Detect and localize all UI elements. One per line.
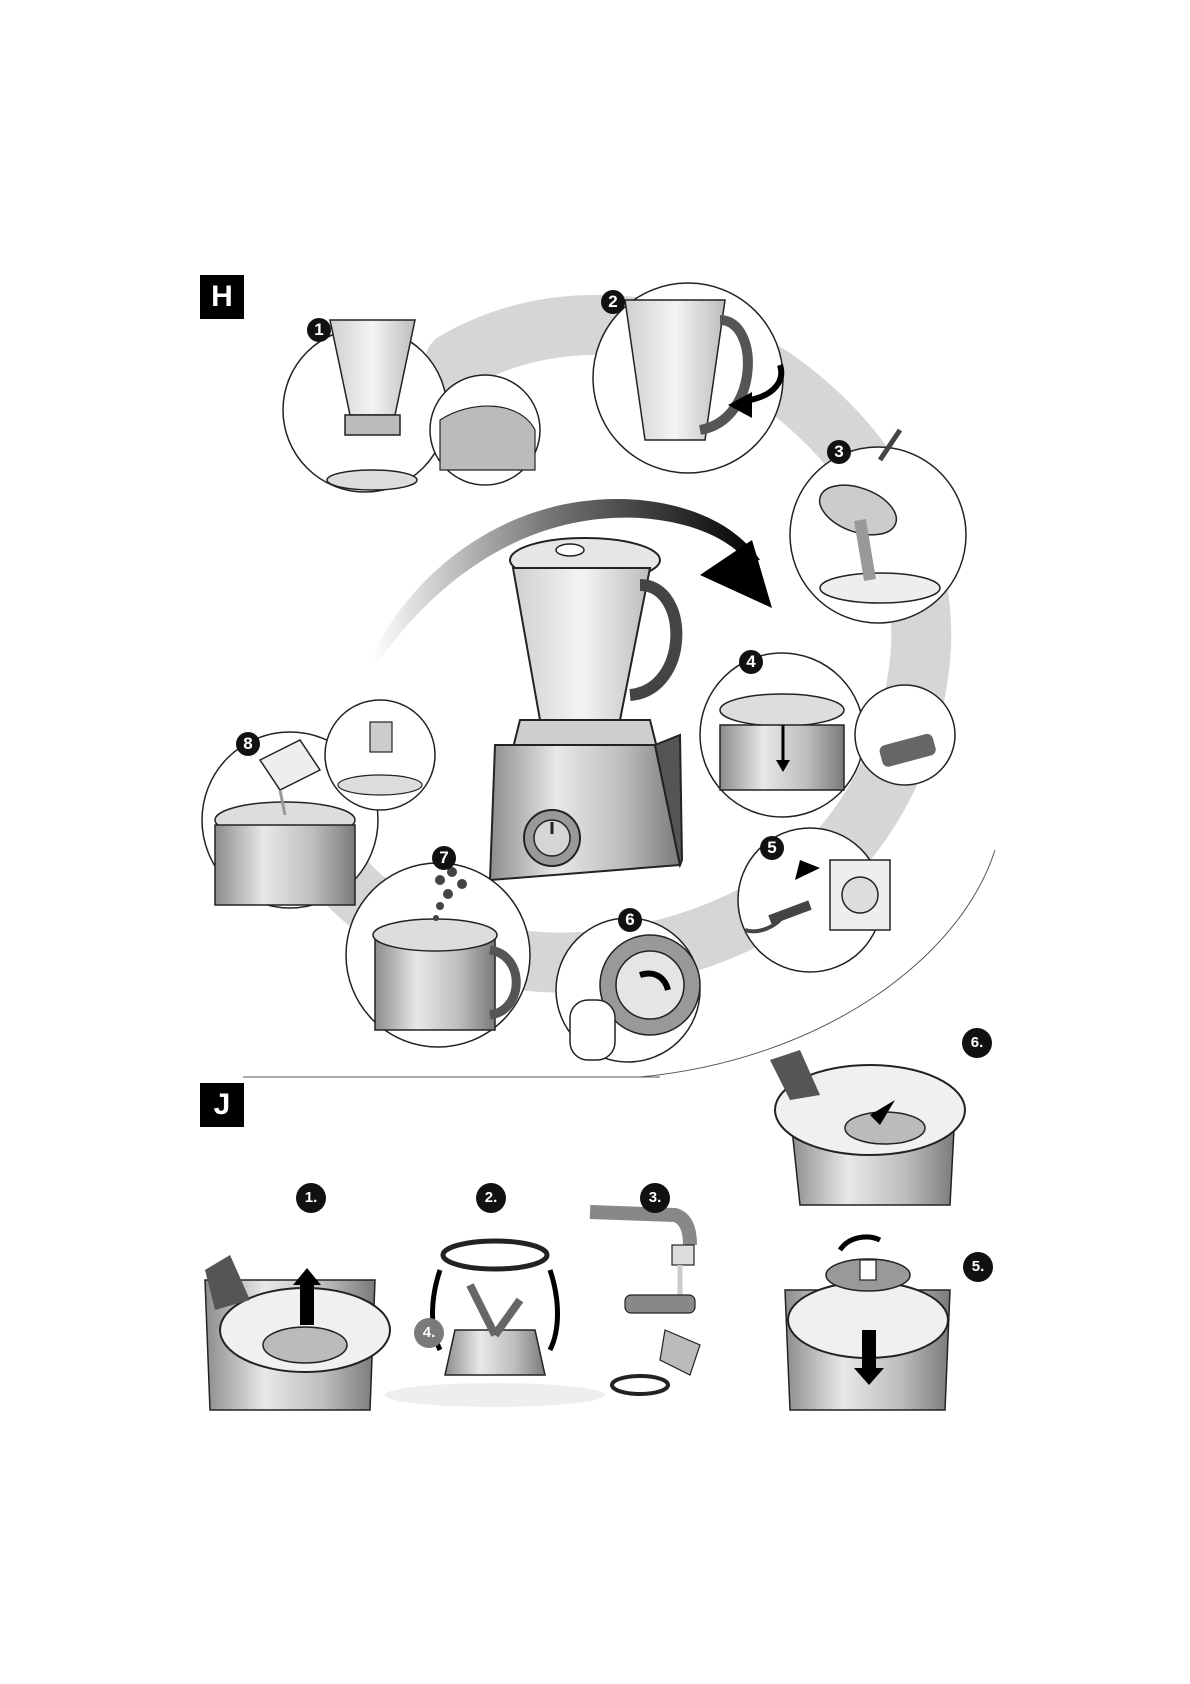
j-step-3-badge: 3. bbox=[640, 1183, 670, 1213]
h-step-3-illustration bbox=[790, 430, 966, 623]
section-h-label: H bbox=[200, 275, 244, 319]
section-j-label: J bbox=[200, 1083, 244, 1127]
food-processor-icon bbox=[490, 538, 682, 880]
h-step-2-illustration bbox=[593, 283, 783, 473]
h-step-8-badge: 8 bbox=[236, 732, 260, 756]
h-step-2-badge: 2 bbox=[601, 290, 625, 314]
j-step-5-illustration bbox=[785, 1237, 950, 1410]
j-step-5-badge: 5. bbox=[963, 1252, 993, 1282]
h-step-7-badge: 7 bbox=[432, 846, 456, 870]
h-step-6-illustration bbox=[556, 918, 700, 1062]
j-step-3-illustration bbox=[590, 1212, 700, 1394]
j-step-2-badge: 2. bbox=[476, 1183, 506, 1213]
h-step-1-badge: 1 bbox=[307, 318, 331, 342]
j-step-1-badge: 1. bbox=[296, 1183, 326, 1213]
j-step-6-illustration bbox=[770, 1050, 965, 1205]
h-step-3-badge: 3 bbox=[827, 440, 851, 464]
h-step-6-badge: 6 bbox=[618, 908, 642, 932]
j-step-6-badge: 6. bbox=[962, 1028, 992, 1058]
j-step-1-illustration bbox=[205, 1255, 390, 1410]
h-step-5-badge: 5 bbox=[760, 836, 784, 860]
h-step-4-badge: 4 bbox=[739, 650, 763, 674]
h-step-7-illustration bbox=[346, 863, 530, 1047]
j-step-4-badge: 4. bbox=[414, 1318, 444, 1348]
